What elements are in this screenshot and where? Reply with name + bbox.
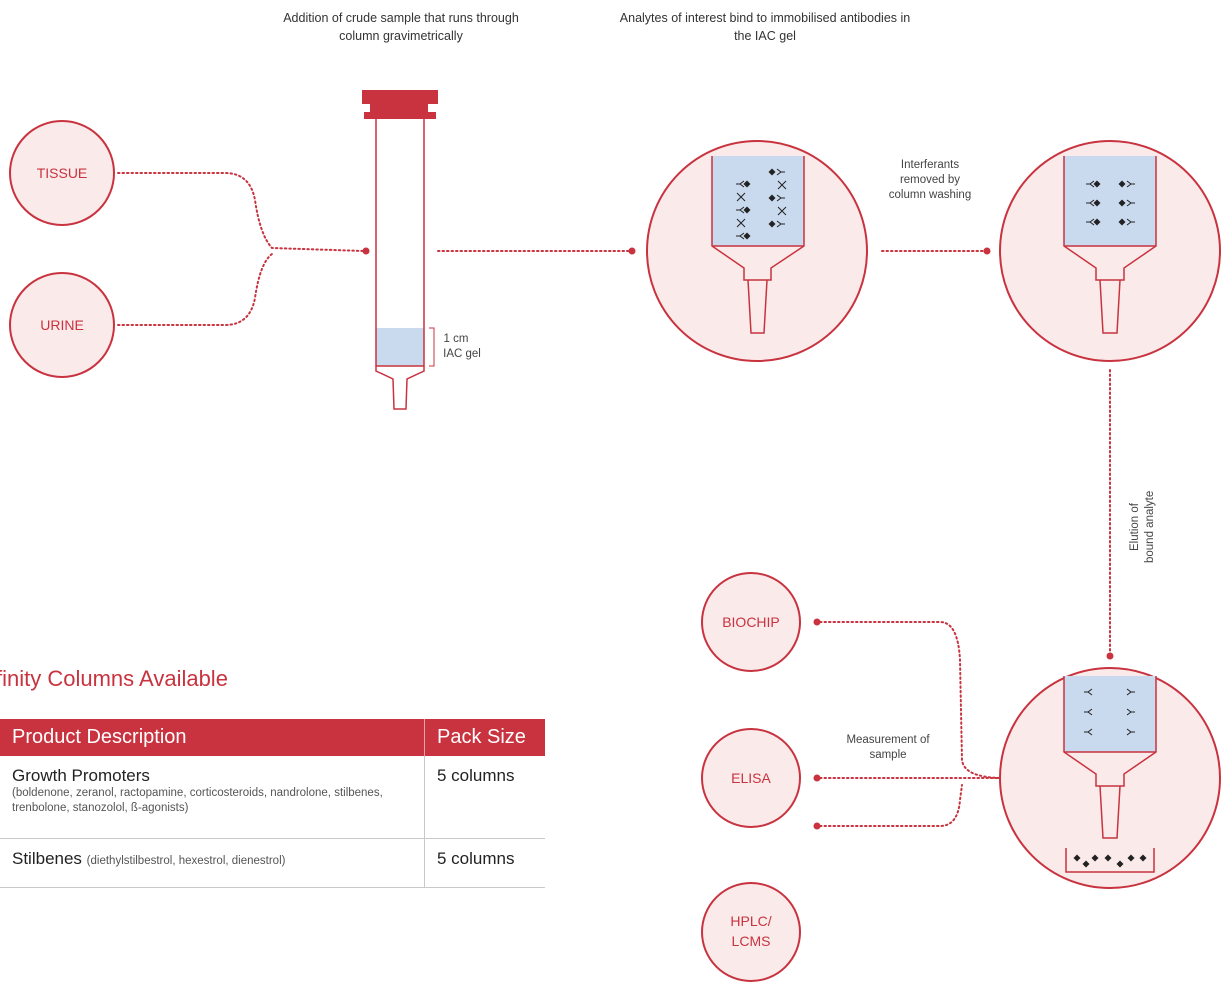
pack-size: 5 columns [424, 756, 545, 839]
elisa-node [701, 728, 801, 828]
pack-size: 5 columns [424, 838, 545, 888]
header-pack-size: Pack Size [424, 719, 545, 756]
interferants-label: Interferants removed by column washing [888, 159, 972, 201]
tissue-label: TISSUE [37, 165, 88, 181]
elution-magnified-view [999, 667, 1221, 889]
gel-name-label: IAC gel [443, 348, 481, 360]
product-table: Product Description Pack Size Growth Pro… [0, 719, 545, 888]
biochip-label: BIOCHIP [722, 614, 780, 630]
table-header-row: Product Description Pack Size [0, 719, 545, 756]
table-row: Growth Promoters (boldenone, zeranol, ra… [0, 756, 545, 839]
binding-magnified-view [646, 140, 868, 362]
iac-column [362, 90, 438, 410]
biochip-node [701, 572, 801, 672]
addition-caption: Addition of crude sample that runs throu… [283, 11, 519, 43]
urine-label: URINE [40, 317, 84, 333]
section-title: finity Columns Available [0, 666, 228, 691]
lcms-label: LCMS [732, 933, 771, 949]
elisa-label: ELISA [731, 770, 771, 786]
hplc-label: HPLC/ [730, 913, 771, 929]
urine-node [9, 272, 115, 378]
elution-label: Elution of bound analyte [1129, 490, 1156, 564]
product-detail: (boldenone, zeranol, ractopamine, cortic… [12, 787, 383, 814]
gel-size-label: 1 cm [443, 333, 469, 345]
washed-magnified-view [999, 140, 1221, 362]
tissue-node [9, 120, 115, 226]
table-row: Stilbenes (diethylstilbestrol, hexestrol… [0, 838, 545, 888]
product-name: Stilbenes [12, 849, 82, 868]
header-product-description: Product Description [0, 719, 425, 756]
product-detail: (diethylstilbestrol, hexestrol, dienestr… [86, 855, 286, 867]
analytes-caption: Analytes of interest bind to immobilised… [619, 11, 911, 43]
measurement-label: Measurement of sample [846, 734, 930, 761]
product-name: Growth Promoters [12, 766, 150, 785]
hplc-lcms-node [701, 882, 801, 982]
